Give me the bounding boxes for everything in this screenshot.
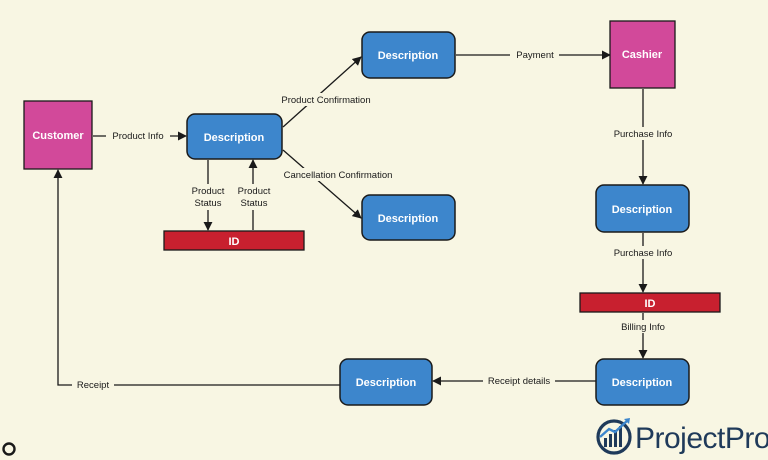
label-payment: Payment [516, 50, 554, 61]
svg-text:Description: Description [204, 132, 265, 144]
entity-cashier[interactable]: Cashier [609, 20, 676, 89]
svg-text:Description: Description [378, 213, 439, 225]
process-purchase[interactable]: Description [595, 184, 690, 233]
process-billing[interactable]: Description [595, 358, 690, 406]
label-product-confirmation: Product Confirmation [281, 95, 370, 106]
label-product-status-up-1: Product [238, 186, 271, 197]
label-purchase-info-1: Purchase Info [614, 129, 673, 140]
svg-text:Description: Description [356, 377, 417, 389]
process-receipt[interactable]: Description [339, 358, 433, 406]
projectpro-logo: ProjectPro [596, 418, 768, 455]
entity-customer[interactable]: Customer [23, 100, 93, 170]
flow-cancellation-confirmation [282, 149, 362, 219]
process-payment[interactable]: Description [361, 31, 456, 79]
svg-text:Cashier: Cashier [622, 49, 663, 61]
flow-receipt [53, 169, 340, 386]
svg-text:Customer: Customer [32, 130, 84, 142]
label-product-status-up-2: Status [241, 198, 268, 209]
svg-text:Description: Description [378, 50, 439, 62]
process-main[interactable]: Description [186, 113, 283, 160]
label-purchase-info-2: Purchase Info [614, 248, 673, 259]
label-product-status-down-2: Status [195, 198, 222, 209]
label-product-info: Product Info [112, 131, 163, 142]
bar-chart-logo-icon [596, 418, 632, 455]
datastore-left[interactable]: ID [163, 230, 305, 251]
label-receipt: Receipt [77, 380, 110, 391]
svg-text:ID: ID [229, 236, 240, 248]
label-cancellation-confirmation: Cancellation Confirmation [284, 170, 393, 181]
brand-name: ProjectPro [635, 422, 768, 455]
svg-text:Description: Description [612, 204, 673, 216]
label-product-status-down-1: Product [192, 186, 225, 197]
label-billing-info: Billing Info [621, 322, 665, 333]
datastore-right[interactable]: ID [579, 292, 721, 313]
label-receipt-details: Receipt details [488, 376, 551, 387]
corner-circle-icon [2, 442, 16, 456]
svg-text:Description: Description [612, 377, 673, 389]
process-cancel[interactable]: Description [361, 194, 456, 241]
svg-text:ID: ID [645, 298, 656, 310]
flow-product-confirmation [282, 56, 362, 128]
